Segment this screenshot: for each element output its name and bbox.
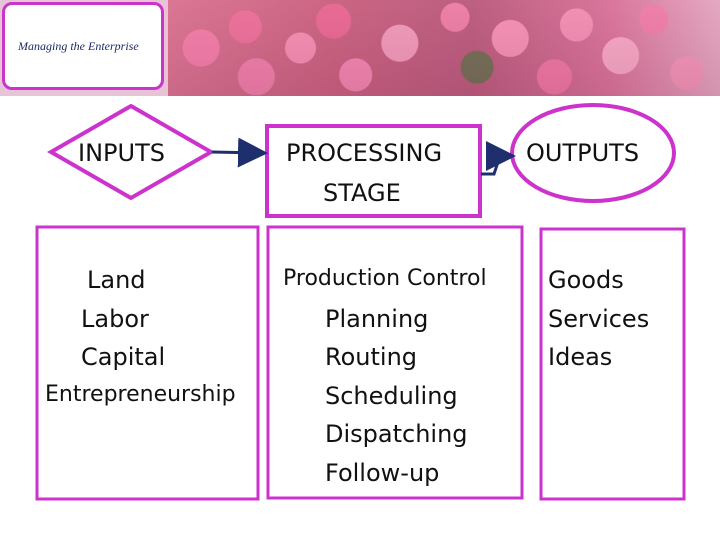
inputs-item: Labor xyxy=(81,305,149,333)
processing-item: Dispatching xyxy=(325,420,468,448)
processing-item: Planning xyxy=(325,305,429,333)
processing-label-line1: PROCESSING xyxy=(286,139,443,167)
processing-label-line2: STAGE xyxy=(323,179,401,207)
outputs-item: Ideas xyxy=(548,343,613,371)
inputs-label: INPUTS xyxy=(78,139,165,167)
arrow-inputs-to-processing xyxy=(211,137,268,168)
outputs-item: Goods xyxy=(548,266,624,294)
processing-title: Production Control xyxy=(283,266,487,291)
presentation-title: Managing the Enterprise xyxy=(18,39,139,53)
processing-item: Follow-up xyxy=(325,459,440,487)
inputs-detail-box xyxy=(35,225,260,501)
roses-banner-image xyxy=(168,0,720,96)
inputs-item: Capital xyxy=(81,343,166,371)
arrow-processing-to-outputs xyxy=(481,141,516,176)
processing-detail-box xyxy=(266,225,524,500)
header-banner: Managing the Enterprise xyxy=(0,0,720,96)
processing-item: Routing xyxy=(325,343,418,371)
inputs-item: Land xyxy=(87,266,146,294)
inputs-diamond xyxy=(46,103,216,201)
outputs-item: Services xyxy=(548,305,650,333)
outputs-detail-box xyxy=(539,227,686,501)
title-box: Managing the Enterprise xyxy=(2,2,164,90)
processing-box xyxy=(265,124,482,218)
outputs-label: OUTPUTS xyxy=(526,139,640,167)
inputs-item: Entrepreneurship xyxy=(45,382,236,407)
processing-item: Scheduling xyxy=(325,382,458,410)
